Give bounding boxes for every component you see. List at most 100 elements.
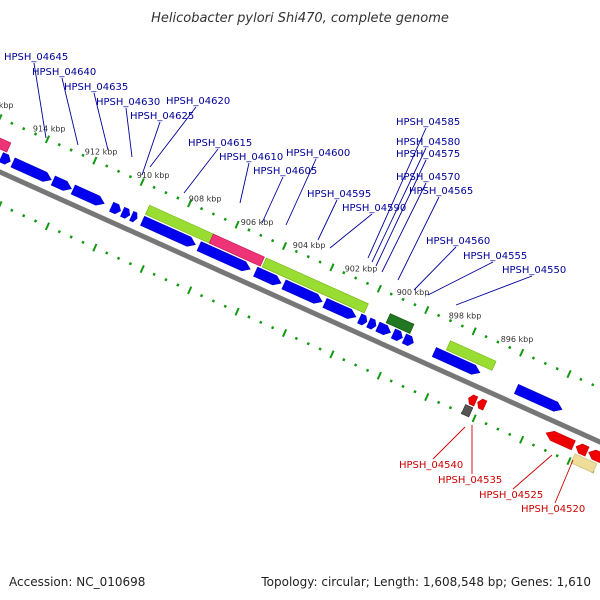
lower-scale-dot	[139, 264, 145, 274]
gene-fwd-k	[281, 279, 323, 304]
genes	[0, 131, 600, 474]
forward-gene-label: HPSH_04605	[253, 166, 317, 177]
gene-fwd-s	[513, 384, 563, 412]
gene-magenta-left	[0, 131, 12, 153]
forward-leader-line	[371, 147, 427, 263]
gene-darkgreen-shape	[385, 313, 415, 334]
gene-rev-b	[468, 394, 479, 407]
upper-scale-dot	[44, 135, 51, 144]
gene-magenta-left-shape	[0, 131, 12, 153]
gene-fwd-g-shape	[129, 210, 138, 223]
kbp-label: 914 kbp	[33, 124, 66, 133]
lower-scale-dot	[294, 336, 298, 341]
forward-leader-line	[261, 176, 284, 224]
gene-fwd-a-shape	[0, 152, 11, 165]
lower-scale-dot	[281, 328, 288, 338]
upper-scale-dot	[69, 148, 73, 152]
forward-leader-line	[317, 199, 338, 241]
forward-leader-line	[413, 246, 457, 291]
forward-gene-label: HPSH_04625	[130, 111, 194, 122]
forward-leader-line	[329, 213, 373, 249]
forward-leader-line	[141, 121, 161, 176]
forward-leader-line	[375, 159, 427, 267]
kbp-label: 908 kbp	[189, 195, 222, 204]
lower-scale-dot	[401, 384, 405, 389]
backbone	[0, 169, 600, 445]
upper-scale-dot	[496, 340, 500, 344]
reverse-leader-line	[432, 426, 466, 460]
upper-scale-dot	[92, 156, 98, 165]
lower-scale-dot	[531, 443, 536, 447]
forward-leader-line	[93, 92, 109, 151]
lower-scale-dot	[92, 243, 98, 252]
gene-fwd-h-shape	[140, 215, 196, 247]
lower-scale-dot	[424, 392, 430, 402]
lower-scale-dot	[22, 214, 26, 218]
upper-scale-dot	[116, 169, 121, 174]
gene-fwd-e-shape	[109, 201, 121, 215]
reverse-leader-line	[512, 454, 553, 490]
gene-fwd-r	[431, 347, 481, 375]
lower-scale-dot	[329, 350, 335, 359]
lower-scale-dot	[211, 299, 216, 303]
gene-fwd-f-shape	[120, 206, 131, 219]
lower-scale-dot	[543, 448, 547, 453]
gene-fwd-j	[253, 266, 282, 286]
gene-fwd-s-shape	[513, 384, 563, 412]
forward-gene-label: HPSH_04580	[396, 137, 460, 148]
gene-lime-c-shape	[445, 340, 497, 371]
lower-scale-dot	[164, 278, 168, 282]
forward-gene-label: HPSH_04615	[188, 138, 252, 149]
gene-rev-c	[477, 398, 488, 411]
lower-scale-dot	[496, 427, 500, 431]
lower-scale-dot	[437, 400, 441, 405]
lower-scale-dot	[354, 363, 358, 367]
lower-scale-dot	[33, 219, 38, 223]
lower-scale-dot	[10, 208, 14, 212]
gene-rev-c-shape	[477, 398, 488, 411]
upper-scale-dot	[152, 185, 156, 189]
upper-scale-dot	[22, 127, 26, 131]
upper-scale-dot	[139, 177, 145, 187]
forward-gene-label: HPSH_04640	[32, 67, 96, 78]
gene-rev-e	[575, 443, 590, 457]
gene-fwd-d-shape	[70, 184, 105, 206]
upper-scale-dot	[81, 153, 85, 157]
gene-fwd-q-shape	[401, 333, 414, 346]
lower-scale-dot	[555, 454, 559, 458]
forward-leader-line	[125, 107, 133, 158]
upper-scale-dot	[211, 212, 216, 216]
lower-scale-dot	[376, 371, 382, 380]
upper-scale-dot	[519, 348, 525, 357]
lower-scale-dot	[566, 456, 572, 466]
forward-leader-line	[455, 275, 533, 306]
reverse-gene-label: HPSH_04540	[399, 460, 463, 471]
upper-scale-dot	[247, 228, 251, 232]
forward-gene-label: HPSH_04645	[4, 52, 68, 63]
lower-scale-dot	[128, 262, 133, 266]
lower-scale-dot	[413, 390, 417, 394]
gene-fwd-m-shape	[357, 313, 368, 326]
forward-leader-line	[397, 196, 440, 281]
gene-fwd-i-shape	[196, 241, 251, 272]
gene-rev-e-shape	[575, 443, 590, 457]
upper-scale-dot	[566, 369, 572, 379]
upper-scale-dot	[187, 199, 193, 208]
gene-lime-b	[261, 257, 369, 314]
upper-scale-dot	[365, 281, 370, 286]
upper-scale-dot	[176, 196, 180, 200]
lower-scale-dot	[342, 358, 346, 362]
upper-scale-dot	[389, 292, 393, 296]
lower-scale-dot	[318, 347, 322, 351]
gene-magenta-b	[208, 233, 265, 267]
gene-fwd-b-shape	[10, 157, 52, 182]
lower-scale-dot	[259, 320, 263, 324]
gene-fwd-p-shape	[390, 328, 403, 341]
lower-scale-dot	[199, 294, 204, 298]
kbp-label: 898 kbp	[449, 311, 482, 320]
upper-scale-dot	[0, 113, 3, 121]
gene-fwd-d	[70, 184, 105, 206]
gene-fwd-l	[322, 297, 357, 319]
reverse-gene-label: HPSH_04520	[521, 504, 585, 515]
